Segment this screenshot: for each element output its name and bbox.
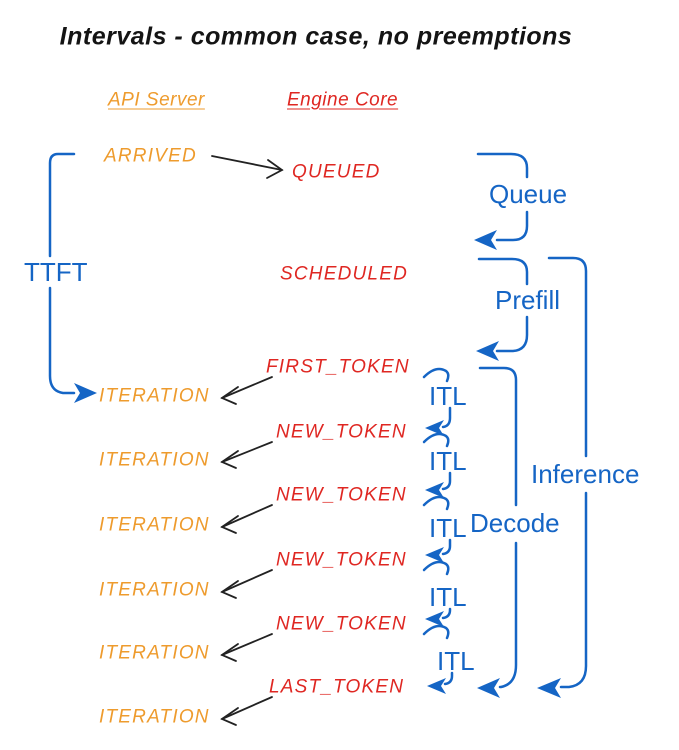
interval-inference-label: Inference <box>531 459 640 489</box>
interval-itl-label: ITL <box>429 381 467 411</box>
event-iteration: ITERATION <box>99 642 210 664</box>
interval-itl-label: ITL <box>429 582 467 612</box>
event-scheduled: SCHEDULED <box>280 263 408 285</box>
event-last-token: LAST_TOKEN <box>269 676 405 698</box>
interval-itl-label: ITL <box>429 513 467 543</box>
event-iteration: ITERATION <box>99 514 210 536</box>
interval-itl-label: ITL <box>437 646 475 676</box>
ttft-bracket <box>48 152 97 403</box>
event-queued: QUEUED <box>292 161 381 183</box>
event-new-token: NEW_TOKEN <box>276 421 407 443</box>
arrived-to-queued-arrow <box>211 155 284 179</box>
event-iteration: ITERATION <box>99 449 210 471</box>
interval-decode-label: Decode <box>470 508 560 538</box>
event-first-token: FIRST_TOKEN <box>266 356 410 378</box>
interval-prefill-label: Prefill <box>495 285 561 315</box>
inference-bracket <box>537 256 588 698</box>
event-new-token: NEW_TOKEN <box>276 484 407 506</box>
event-iteration: ITERATION <box>99 706 210 728</box>
event-iteration: ITERATION <box>99 579 210 601</box>
interval-itl-label: ITL <box>429 446 467 476</box>
event-new-token: NEW_TOKEN <box>276 549 407 571</box>
event-iteration: ITERATION <box>99 385 210 407</box>
itl-connectors <box>422 367 454 694</box>
column-header-api-server: API Server <box>108 89 205 111</box>
prefill-bracket <box>476 257 529 361</box>
token-to-iteration-arrows <box>220 376 273 726</box>
queue-bracket <box>474 152 529 250</box>
decode-bracket <box>477 366 518 698</box>
interval-ttft-label: TTFT <box>24 257 88 287</box>
interval-queue-label: Queue <box>489 179 568 209</box>
diagram-title: Intervals - common case, no preemptions <box>59 22 573 51</box>
event-new-token: NEW_TOKEN <box>276 613 407 635</box>
event-arrived: ARRIVED <box>104 145 197 167</box>
column-header-engine-core: Engine Core <box>287 89 399 111</box>
